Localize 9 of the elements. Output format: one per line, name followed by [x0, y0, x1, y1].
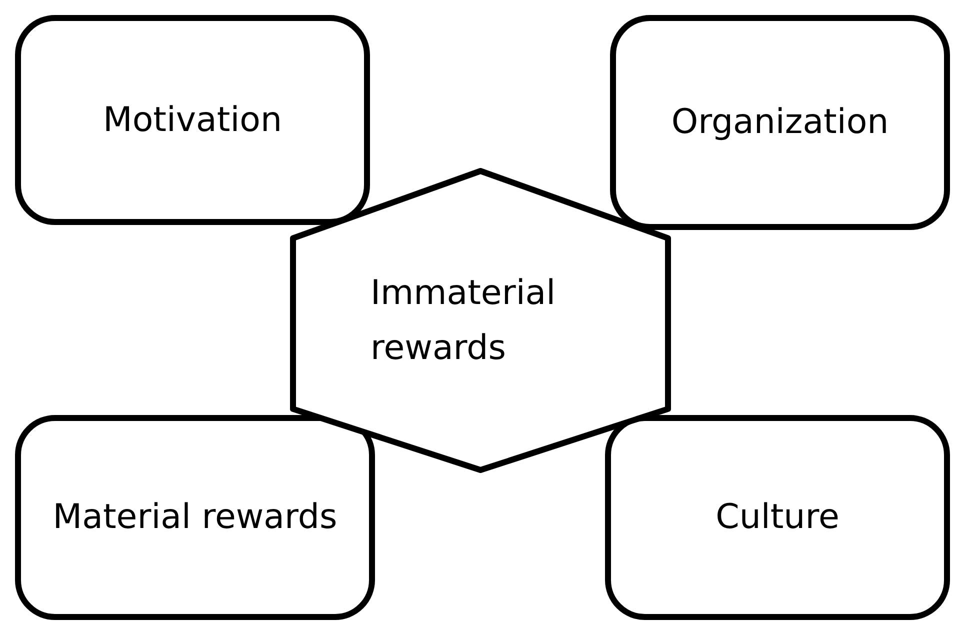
node-label: Material rewards — [52, 496, 338, 539]
rounded-box — [605, 415, 950, 620]
node-label: Immaterial rewards — [370, 272, 557, 370]
rounded-box — [15, 15, 370, 225]
node-label: Organization — [671, 101, 889, 144]
node-label: Motivation — [103, 98, 282, 142]
rounded-box — [15, 415, 375, 620]
rounded-box — [610, 15, 950, 230]
node-label: Culture — [716, 496, 840, 539]
